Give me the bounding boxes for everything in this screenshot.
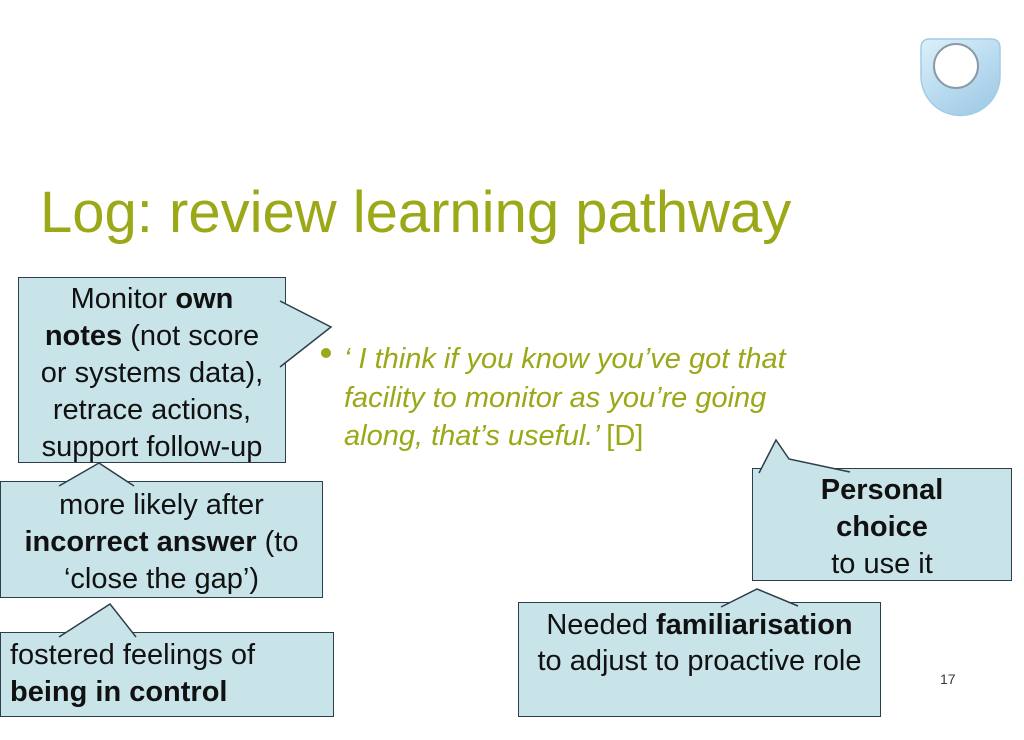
- shield-circle-cutout: [933, 43, 979, 89]
- page-number: 17: [940, 671, 956, 687]
- slide-title: Log: review learning pathway: [40, 180, 792, 245]
- open-university-shield-logo: [920, 38, 1001, 117]
- quote-bullet-icon: [321, 348, 331, 358]
